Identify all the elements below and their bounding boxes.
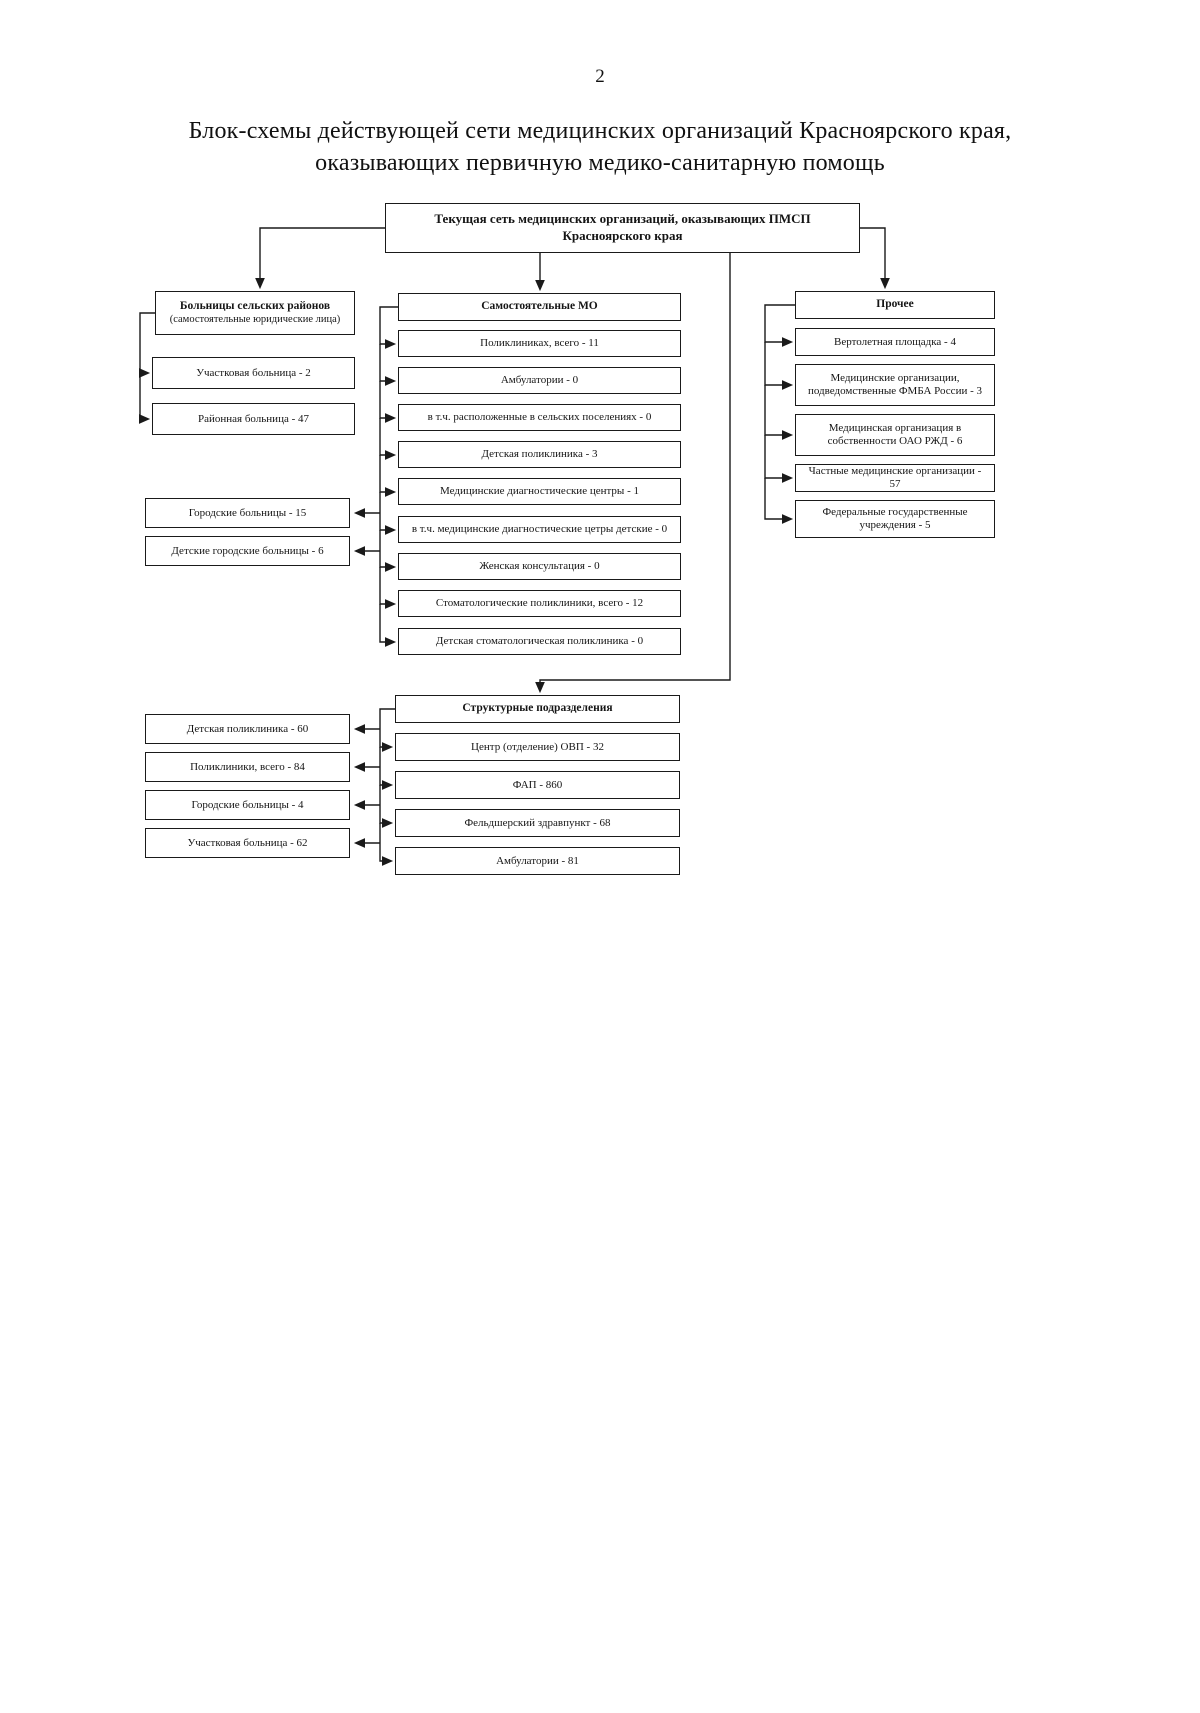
structural-item-ambulatorii: Амбулатории - 81: [395, 847, 680, 875]
independent-item-ambulatorii: Амбулатории - 0: [398, 367, 681, 394]
page-title-line2: оказывающих первичную медико-санитарную …: [315, 149, 885, 176]
structural-item-feldsherskiy: Фельдшерский здравпункт - 68: [395, 809, 680, 837]
other-item-fmba: Медицинские организации, подведомственны…: [795, 364, 995, 406]
rural-item-rayonnaya: Районная больница - 47: [152, 403, 355, 435]
structural-left-item-uchastkovaya: Участковая больница - 62: [145, 828, 350, 858]
page-number: 2: [595, 66, 605, 87]
page-title: Блок-схемы действующей сети медицинских …: [60, 116, 1140, 179]
independent-item-polikliniki: Поликлиниках, всего - 11: [398, 330, 681, 357]
independent-item-diagnost-detskie: в т.ч. медицинские диагностические цетры…: [398, 516, 681, 543]
rural-hospitals-header: Больницы сельских районов (самостоятельн…: [155, 291, 355, 335]
other-item-federalnye: Федеральные государственные учреждения -…: [795, 500, 995, 538]
rural-hospitals-header-line2: (самостоятельные юридические лица): [169, 313, 341, 325]
other-item-rzhd: Медицинская организация в собственности …: [795, 414, 995, 456]
structural-item-ovp: Центр (отделение) ОВП - 32: [395, 733, 680, 761]
independent-item-zhenskaya: Женская консультация - 0: [398, 553, 681, 580]
independent-item-stomat: Стоматологические поликлиники, всего - 1…: [398, 590, 681, 617]
structural-item-fap: ФАП - 860: [395, 771, 680, 799]
children-city-hospitals-item: Детские городские больницы - 6: [145, 536, 350, 566]
independent-mo-header: Самостоятельные МО: [398, 293, 681, 321]
root-node: Текущая сеть медицинских организаций, ок…: [385, 203, 860, 253]
independent-item-detskaya-stomat: Детская стоматологическая поликлиника - …: [398, 628, 681, 655]
structural-left-item-gorodskie: Городские больницы - 4: [145, 790, 350, 820]
rural-item-uchastkovaya: Участковая больница - 2: [152, 357, 355, 389]
structural-left-item-detskaya: Детская поликлиника - 60: [145, 714, 350, 744]
other-item-chastnye: Частные медицинские организации - 57: [795, 464, 995, 492]
city-hospitals-item: Городские больницы - 15: [145, 498, 350, 528]
other-item-vertoletnaya: Вертолетная площадка - 4: [795, 328, 995, 356]
structural-header: Структурные подразделения: [395, 695, 680, 723]
rural-hospitals-header-line1: Больницы сельских районов: [179, 300, 331, 313]
independent-item-detskaya-poliklinika: Детская поликлиника - 3: [398, 441, 681, 468]
page-title-line1: Блок-схемы действующей сети медицинских …: [188, 118, 1012, 144]
independent-item-selskie: в т.ч. расположенные в сельских поселени…: [398, 404, 681, 431]
independent-item-diagnost-centry: Медицинские диагностические центры - 1: [398, 478, 681, 505]
other-header: Прочее: [795, 291, 995, 319]
structural-left-item-polikliniki: Поликлиники, всего - 84: [145, 752, 350, 782]
